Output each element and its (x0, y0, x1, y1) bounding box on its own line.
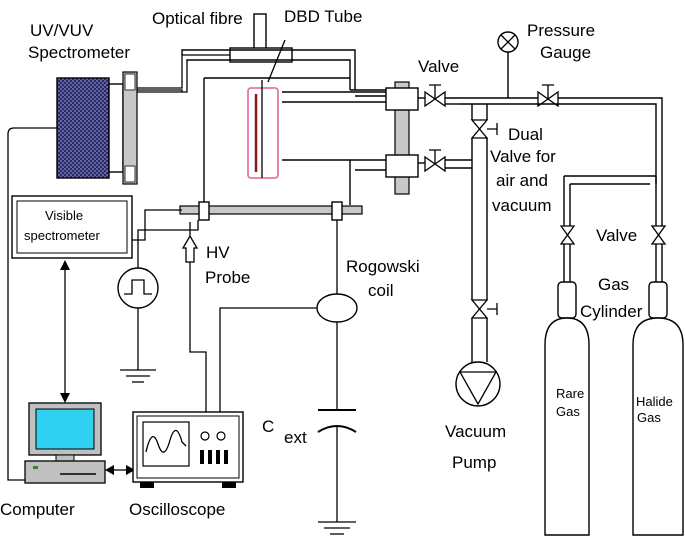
visible-spectrometer-label-2: spectrometer (24, 228, 101, 243)
hv-probe-label-2: Probe (205, 268, 250, 287)
dual-valve-label-2: Valve for (490, 147, 556, 166)
dbd-tube-label: DBD Tube (284, 7, 362, 26)
visible-spectrometer-label-1: Visible (45, 208, 83, 223)
dual-valve-label-1: Dual (508, 125, 543, 144)
valve-top-label: Valve (418, 57, 459, 76)
dual-valve (470, 104, 498, 300)
optical-fibre-label: Optical fibre (152, 9, 243, 28)
halide-gas-label-2: Gas (637, 410, 661, 425)
fibre-to-visible (132, 209, 182, 241)
capacitor-cext (317, 409, 357, 535)
oscilloscope (132, 411, 244, 488)
cext-label: C (262, 417, 274, 436)
rogowski-label-2: coil (368, 281, 394, 300)
computer-label: Computer (0, 500, 75, 519)
dbd-tube-pointer (267, 39, 286, 83)
valve-right-label: Valve (596, 226, 637, 245)
spectrometer-cable (7, 127, 57, 481)
valve-rare-gas (559, 225, 576, 282)
rare-gas-label-2: Gas (556, 404, 580, 419)
dual-valve-label-4: vacuum (492, 196, 552, 215)
vacuum-pump-label-2: Pump (452, 453, 496, 472)
rare-gas-label-1: Rare (556, 386, 584, 401)
computer (24, 402, 106, 484)
pressure-gauge (497, 31, 519, 98)
fibre-to-spectrometer (137, 89, 183, 92)
vacuum-pump (455, 361, 501, 407)
halide-gas-label-1: Halide (636, 394, 673, 409)
gas-cylinder-label-1: Gas (598, 275, 629, 294)
hv-probe-label-1: HV (206, 243, 230, 262)
scope-link-arrow (105, 465, 135, 475)
hv-probe (181, 222, 207, 440)
oscilloscope-label: Oscilloscope (129, 500, 225, 519)
gas-manifold (385, 81, 419, 195)
gas-cylinder-label-2: Cylinder (580, 302, 643, 321)
vacuum-valve (470, 299, 498, 362)
rogowski-label-1: Rogowski (346, 257, 420, 276)
valve-halide-gas (650, 225, 667, 282)
optical-fibre (137, 13, 356, 93)
uv-vuv-spectrometer (56, 71, 138, 185)
pulse-generator (117, 220, 199, 383)
vacuum-chamber (179, 77, 388, 221)
rare-gas-cylinder (544, 281, 590, 536)
dual-valve-label-3: air and (496, 171, 548, 190)
cext-subscript: ext (284, 428, 307, 447)
pressure-gauge-label-2: Gauge (540, 43, 591, 62)
data-link-arrow (60, 260, 70, 403)
dbd-tube (247, 80, 279, 179)
valve-gas-line (460, 84, 663, 226)
pressure-gauge-label-1: Pressure (527, 21, 595, 40)
valve-lower (418, 149, 472, 173)
rogowski-coil (219, 220, 358, 440)
visible-spectrometer (11, 195, 133, 259)
valve-top (418, 84, 538, 108)
spectrometer-label-2: Spectrometer (28, 43, 130, 62)
vacuum-pump-label-1: Vacuum (445, 422, 506, 441)
spectrometer-label-1: UV/VUV (30, 21, 94, 40)
halide-gas-cylinder (632, 281, 684, 536)
gas-lines (563, 175, 657, 226)
